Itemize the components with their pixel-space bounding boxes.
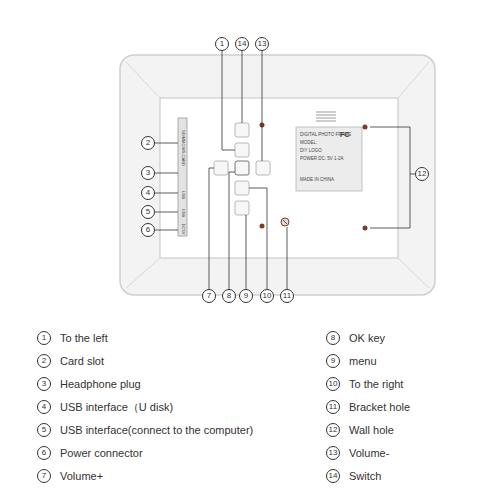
callout-number: 1 (37, 331, 51, 345)
callout-number: 13 (255, 37, 269, 51)
part-name: USB interface(connect to the computer) (60, 424, 253, 437)
part-name: USB interface（U disk) (60, 401, 173, 414)
speaker-grille (316, 112, 336, 121)
callout-number: 9 (239, 289, 253, 303)
leader-lines (155, 51, 415, 289)
port-text: USB (181, 191, 185, 199)
part-name: OK key (349, 332, 385, 345)
bracket-hole (281, 218, 289, 226)
callout-number: 12 (326, 423, 340, 437)
part-name: Volume+ (60, 470, 103, 483)
part-name: To the left (60, 332, 108, 345)
port-strip (178, 118, 187, 236)
callout-number: 6 (141, 223, 155, 237)
callout-number: 1 (215, 37, 229, 51)
sticker-text: MADE IN CHINA (300, 178, 334, 183)
callout-number: 6 (37, 446, 51, 460)
sticker (296, 127, 362, 191)
callout-number: 4 (141, 186, 155, 200)
part-name: Power connector (60, 447, 143, 460)
callout-number: 3 (37, 377, 51, 391)
callout-number: 13 (326, 446, 340, 460)
holes (260, 123, 368, 231)
part-name: Bracket hole (349, 401, 410, 414)
callout-number: 2 (141, 136, 155, 150)
sticker-text: DIY LOGO (300, 149, 322, 154)
frame-outer (120, 55, 435, 295)
callout-number: 8 (222, 289, 236, 303)
part-name: To the right (349, 378, 403, 391)
callout-number: 14 (235, 37, 249, 51)
callout-number: 7 (37, 469, 51, 483)
callout-number: 10 (260, 289, 274, 303)
callout-number: 8 (326, 331, 340, 345)
callout-number: 10 (326, 377, 340, 391)
port-text: USB (181, 209, 185, 217)
port-text: DC5V (181, 224, 185, 235)
part-name: Card slot (60, 355, 104, 368)
callout-number: 5 (141, 205, 155, 219)
callout-number: 12 (415, 167, 429, 181)
callout-number: 14 (326, 469, 340, 483)
back-panel (160, 98, 398, 258)
callout-number: 9 (326, 354, 340, 368)
callout-number: 5 (37, 423, 51, 437)
part-name: Switch (349, 470, 381, 483)
callout-number: 11 (326, 400, 340, 414)
port-text: SD/MMC/MS CARD (181, 130, 185, 166)
callout-number: 4 (37, 400, 51, 414)
part-name: Headphone plug (60, 378, 141, 391)
sticker-text: POWER DC: 5V 1-2A (300, 157, 344, 162)
part-name: menu (349, 355, 377, 368)
callout-number: 3 (141, 166, 155, 180)
part-name: Wall hole (349, 424, 394, 437)
callout-number: 11 (280, 289, 294, 303)
part-name: Volume- (349, 447, 389, 460)
callout-number: 7 (202, 289, 216, 303)
sticker-text: MODEL: (300, 141, 317, 146)
sticker-text: DIGITAL PHOTO FRAME (300, 133, 351, 138)
callout-number: 2 (37, 354, 51, 368)
